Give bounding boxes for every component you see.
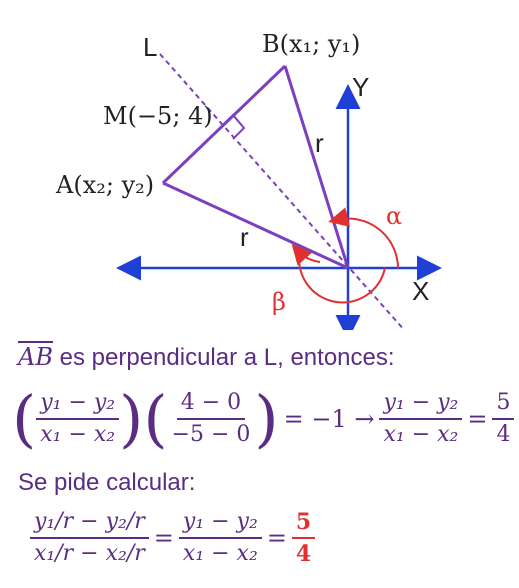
denominator: x₁ − x₂	[182, 541, 258, 566]
paren-close: )	[254, 382, 279, 455]
paren-open: (	[12, 382, 37, 455]
beta-arc	[298, 249, 386, 304]
paren-close: )	[119, 382, 144, 455]
x-axis-label: X	[412, 276, 429, 306]
fraction-over-r: y₁/r − y₂/r x₁/r − x₂/r	[30, 507, 149, 569]
equals-sign: =	[467, 405, 488, 433]
request-line: Se pide calcular:	[18, 469, 196, 496]
denominator: 4	[496, 422, 511, 447]
numerator: y₁ − y₂	[178, 507, 262, 539]
fraction-slope-ab: y₁ − y₂ x₁ − x₂	[36, 388, 120, 450]
statement-rest: es perpendicular a L, entonces:	[59, 344, 395, 371]
line-l	[159, 53, 406, 330]
segment-ob	[283, 65, 350, 269]
fraction-slope-l: 4 − 0 −5 − 0	[168, 388, 255, 450]
numerator: y₁/r − y₂/r	[30, 507, 149, 539]
denominator: x₁/r − x₂/r	[34, 541, 145, 566]
fraction-answer: 5 4	[291, 507, 316, 569]
point-m-label: M(−5; 4)	[103, 102, 213, 130]
denominator: x₁ − x₂	[383, 422, 459, 447]
alpha-arc	[328, 207, 399, 269]
equals-minus-one: = −1 →	[283, 405, 375, 433]
point-a-label: A(x₂; y₂)	[55, 171, 154, 199]
fraction-result: 5 4	[492, 388, 515, 450]
beta-arc-end	[291, 244, 321, 266]
denominator: x₁ − x₂	[40, 422, 116, 447]
numerator: 5	[492, 388, 515, 420]
equals-sign: =	[153, 524, 174, 552]
equation-1: ( y₁ − y₂ x₁ − x₂ ) ( 4 − 0 −5 − 0 ) = −…	[12, 382, 515, 455]
fraction-slope-ab-2: y₁ − y₂ x₁ − x₂	[379, 388, 463, 450]
radius-lower-label: r	[240, 222, 249, 252]
statement-line: AB es perpendicular a L, entonces:	[18, 343, 395, 372]
denominator: −5 − 0	[171, 422, 251, 447]
right-angle-marker	[221, 113, 246, 140]
ab-overline: AB	[18, 343, 53, 371]
paren-open: (	[143, 382, 168, 455]
numerator: 4 − 0	[176, 388, 246, 420]
radius-upper-label: r	[315, 128, 324, 158]
denominator: 4	[295, 541, 312, 567]
numerator: y₁ − y₂	[379, 388, 463, 420]
line-l-label: L	[143, 32, 157, 62]
numerator: y₁ − y₂	[36, 388, 120, 420]
point-b-label: B(x₁; y₁)	[262, 30, 360, 58]
segment-oa	[162, 181, 349, 270]
alpha-label: α	[386, 202, 402, 230]
y-axis-label: Y	[352, 72, 369, 102]
equation-2: y₁/r − y₂/r x₁/r − x₂/r = y₁ − y₂ x₁ − x…	[30, 507, 316, 569]
equals-sign: =	[266, 524, 287, 552]
coordinate-diagram: L B(x₁; y₁) M(−5; 4) A(x₂; y₂) Y X r r α…	[55, 30, 442, 330]
numerator: 5	[291, 507, 316, 539]
fraction-simplified: y₁ − y₂ x₁ − x₂	[178, 507, 262, 569]
beta-label: β	[272, 288, 286, 316]
